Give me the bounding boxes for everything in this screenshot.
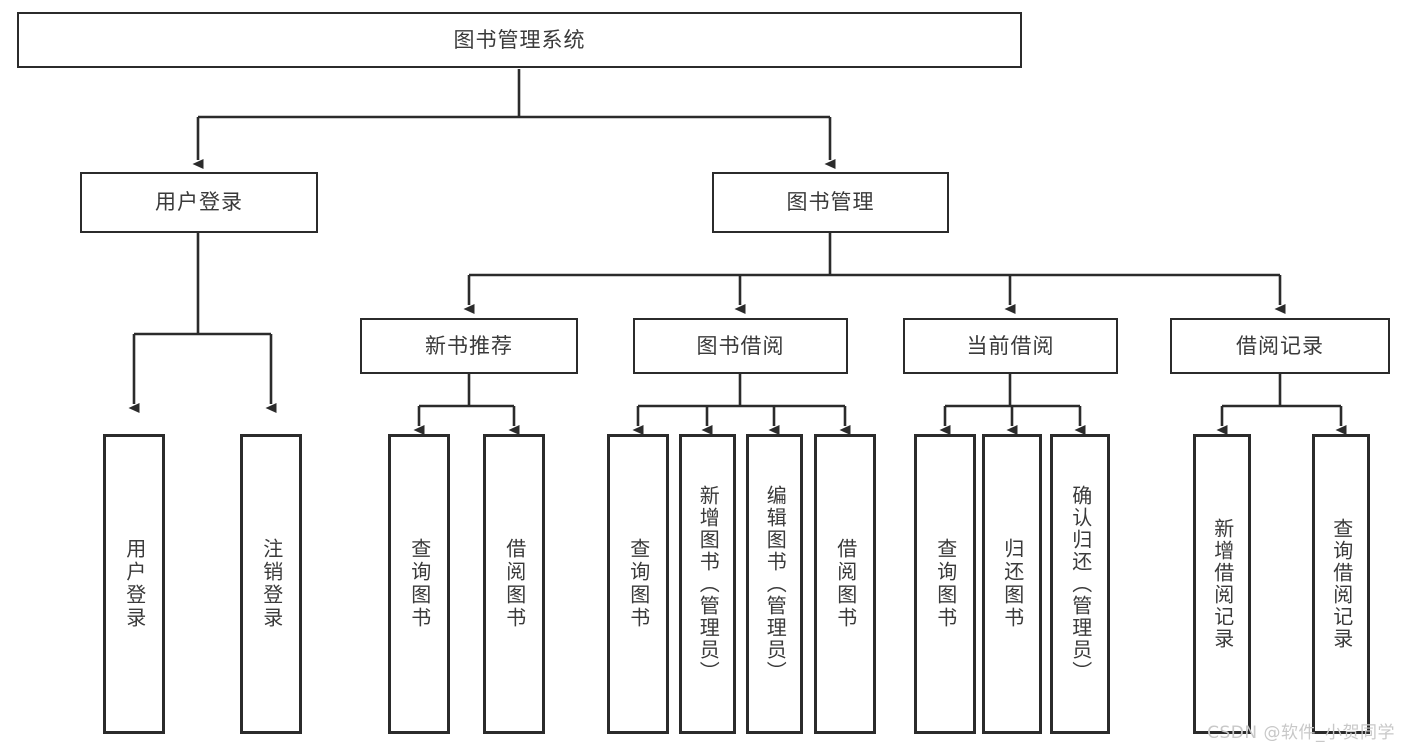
leaf-borrow-book-label: 借阅图书 [833,538,858,630]
leaf-query-book-borrow-label: 查询图书 [626,538,651,630]
node-new-book-recommend-label: 新书推荐 [425,333,513,358]
node-book-management-label: 图书管理 [786,190,875,215]
node-current-borrow[interactable]: 当前借阅 [903,318,1118,374]
leaf-borrow-book-recommend[interactable]: 借阅图书 [483,434,545,734]
node-borrow-record-label: 借阅记录 [1236,333,1324,358]
leaf-query-book-current[interactable]: 查询图书 [914,434,976,734]
leaf-edit-book-admin-label: 编辑图书（管理员） [763,485,788,683]
node-book-borrow[interactable]: 图书借阅 [633,318,848,374]
node-book-borrow-label: 图书借阅 [696,333,785,358]
leaf-confirm-return-admin-label: 确认归还（管理员） [1068,485,1093,683]
node-root-label: 图书管理系统 [453,27,586,52]
node-root[interactable]: 图书管理系统 [17,12,1022,68]
node-borrow-record[interactable]: 借阅记录 [1170,318,1390,374]
leaf-return-book[interactable]: 归还图书 [982,434,1042,734]
node-user-login[interactable]: 用户登录 [80,172,318,233]
leaf-add-book-admin[interactable]: 新增图书（管理员） [679,434,736,734]
leaf-logout[interactable]: 注销登录 [240,434,302,734]
leaf-query-book-recommend-label: 查询图书 [407,538,432,630]
leaf-user-login-label: 用户登录 [122,538,147,630]
leaf-query-book-borrow[interactable]: 查询图书 [607,434,669,734]
leaf-logout-label: 注销登录 [259,538,284,630]
leaf-query-book-recommend[interactable]: 查询图书 [388,434,450,734]
leaf-user-login[interactable]: 用户登录 [103,434,165,734]
leaf-query-borrow-record-label: 查询借阅记录 [1329,518,1354,650]
leaf-borrow-book[interactable]: 借阅图书 [814,434,876,734]
leaf-confirm-return-admin[interactable]: 确认归还（管理员） [1050,434,1110,734]
node-current-borrow-label: 当前借阅 [966,333,1055,358]
leaf-query-book-current-label: 查询图书 [933,538,958,630]
leaf-edit-book-admin[interactable]: 编辑图书（管理员） [746,434,803,734]
leaf-add-book-admin-label: 新增图书（管理员） [696,485,721,683]
node-new-book-recommend[interactable]: 新书推荐 [360,318,578,374]
node-user-login-label: 用户登录 [155,190,243,215]
node-book-management[interactable]: 图书管理 [712,172,949,233]
leaf-return-book-label: 归还图书 [1000,538,1025,630]
leaf-add-borrow-record[interactable]: 新增借阅记录 [1193,434,1251,734]
leaf-add-borrow-record-label: 新增借阅记录 [1210,518,1235,650]
leaf-query-borrow-record[interactable]: 查询借阅记录 [1312,434,1370,734]
leaf-borrow-book-recommend-label: 借阅图书 [502,538,527,630]
